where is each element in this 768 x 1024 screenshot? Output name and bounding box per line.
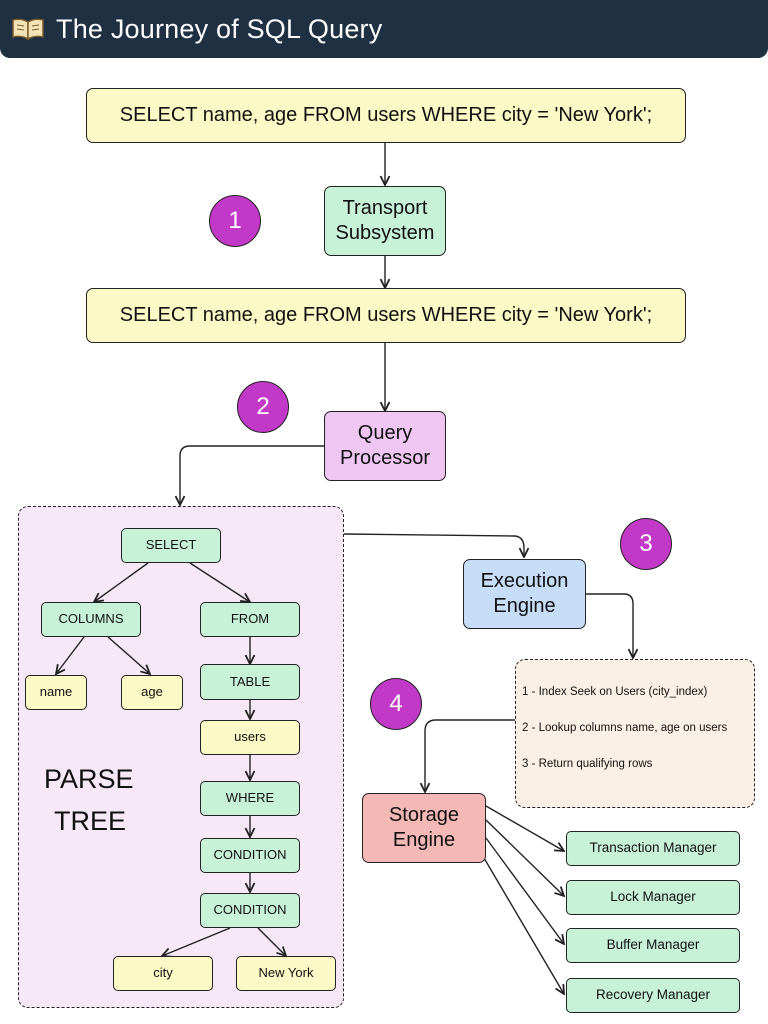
parse-tree-label: PARSE TREE [44,758,134,842]
parse-node-table: TABLE [200,664,300,700]
edge-storage-to-transaction [485,805,564,851]
edge-storage-to-recovery [483,857,564,994]
edge-parse-tree-to-execution [343,533,524,557]
node-label-line2: Subsystem [335,222,435,244]
node-label-line1: Transport [342,197,428,219]
parse-node-select: SELECT [121,528,221,563]
node-label-line1: Execution [480,570,569,592]
sql-query-text: SELECT name, age FROM users WHERE city =… [119,104,653,126]
execution-plan-step: 3 - Return qualifying rows [522,758,653,770]
edge-columns-to-name [56,636,85,674]
execution-plan-step: 1 - Index Seek on Users (city_index) [522,686,708,698]
sql-query-box-transported: SELECT name, age FROM users WHERE city =… [86,288,686,343]
edge-condition2-to-city [162,927,231,956]
node-label-line1: Storage [388,804,460,826]
parse-node-condition-1: CONDITION [200,838,300,873]
edge-storage-to-buffer [485,837,564,944]
execution-plan-step: 2 - Lookup columns name, age on users [522,722,728,734]
title-bar: The Journey of SQL Query [0,0,768,58]
transaction-manager-node: Transaction Manager [566,831,740,866]
parse-node-age: age [121,675,183,710]
edge-plan-to-storage [425,719,515,792]
parse-node-city: city [113,956,213,991]
parse-node-columns: COLUMNS [41,602,141,637]
edge-condition2-to-newyork [257,927,286,956]
parse-node-from: FROM [200,602,300,637]
parse-tree-label-line2: TREE [54,806,127,836]
execution-engine-node: Execution Engine [463,559,586,629]
lock-manager-node: Lock Manager [566,880,740,915]
open-book-icon [10,17,46,41]
step-badge-2: 2 [237,381,289,433]
parse-node-users: users [200,720,300,755]
node-label-line2: Engine [392,829,456,851]
edge-processor-to-parse-tree [180,445,324,505]
step-badge-4: 4 [370,678,422,730]
edge-storage-to-lock [485,819,564,896]
edge-select-to-from [189,562,250,602]
step-badge-1: 1 [209,195,261,247]
query-processor-node: Query Processor [324,411,446,481]
parse-tree-label-line1: PARSE [44,764,134,794]
page-title: The Journey of SQL Query [56,13,383,44]
parse-node-name: name [25,675,87,710]
transport-subsystem-node: Transport Subsystem [324,186,446,256]
recovery-manager-node: Recovery Manager [566,978,740,1013]
execution-plan-list: 1 - Index Seek on Users (city_index) 2 -… [522,682,727,790]
parse-node-condition-2: CONDITION [200,893,300,928]
node-label-line1: Query [357,422,413,444]
edge-select-to-columns [94,562,149,602]
step-badge-3: 3 [620,518,672,570]
parse-node-new-york: New York [236,956,336,991]
edge-columns-to-age [107,636,150,674]
buffer-manager-node: Buffer Manager [566,928,740,963]
execution-plan-container [515,659,755,808]
sql-query-text: SELECT name, age FROM users WHERE city =… [119,304,653,326]
node-label-line2: Processor [339,447,431,469]
node-label-line2: Engine [493,595,556,617]
storage-engine-node: Storage Engine [362,793,486,863]
sql-query-box-input: SELECT name, age FROM users WHERE city =… [86,88,686,143]
parse-node-where: WHERE [200,781,300,816]
edge-execution-to-plan [586,593,633,658]
